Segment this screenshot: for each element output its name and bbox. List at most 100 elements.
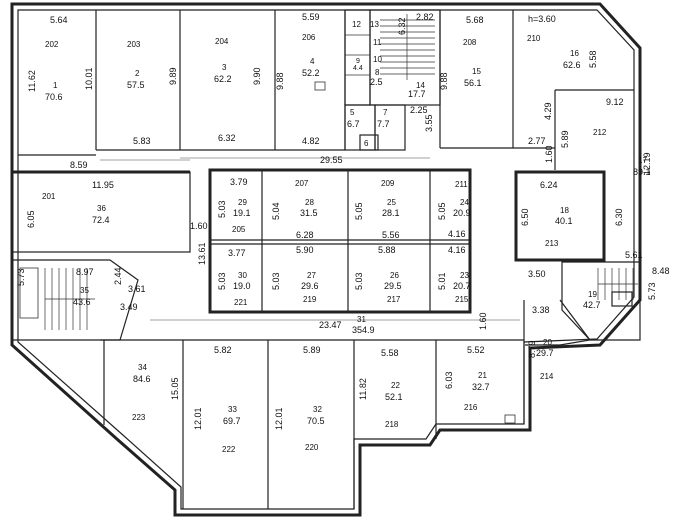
room-area: 7.7 <box>377 119 390 129</box>
room-area: 70.5 <box>307 416 325 426</box>
room-no: 29 <box>238 198 247 207</box>
dim-label: 2.82 <box>416 12 434 22</box>
room-no: 33 <box>228 405 237 414</box>
dim-label: 5.59 <box>302 12 320 22</box>
dim-label: 6.32 <box>218 133 236 143</box>
dim-label: 6.50 <box>520 208 530 226</box>
central-block <box>208 168 472 314</box>
room-id: 222 <box>222 445 236 454</box>
dim-label: 1.60 <box>190 221 208 231</box>
room-area: 2.5 <box>370 77 383 87</box>
dim-label: 8.79 <box>527 340 537 358</box>
labels: 5.64 202 1 70.6 11.62 10.01 203 2 57.5 9… <box>16 12 670 454</box>
dim-label: 9.90 <box>252 67 262 85</box>
dim-label: 10.01 <box>84 67 94 90</box>
dim-label: 5.89 <box>560 130 570 148</box>
room-no: 34 <box>138 363 147 372</box>
room-no: 4 <box>310 57 315 66</box>
room-area: 62.6 <box>563 60 581 70</box>
room-no: 1 <box>53 81 58 90</box>
room-area: 29.6 <box>301 281 319 291</box>
top-row-walls <box>18 9 634 170</box>
dim-label: 5.83 <box>133 136 151 146</box>
room-id: 209 <box>381 179 395 188</box>
room-area: 42.7 <box>583 300 601 310</box>
dim-label: 9.88 <box>275 72 285 90</box>
room-no: 23 <box>460 271 469 280</box>
dim-label: 2.44 <box>113 267 123 285</box>
dim-label: 15.05 <box>170 377 180 400</box>
dim-label: 2.77 <box>528 136 546 146</box>
room-no: 20 <box>543 338 552 347</box>
dim-label: 5.03 <box>354 272 364 290</box>
room-id: 217 <box>387 295 401 304</box>
dim-label: 5.73 <box>647 282 657 300</box>
room-no: 19 <box>588 290 597 299</box>
room-no: 8 <box>375 68 380 77</box>
dim-label: 5.73 <box>16 268 26 286</box>
dimension-lines <box>100 157 520 321</box>
room-area: 56.1 <box>464 78 482 88</box>
room-area: 52.2 <box>302 68 320 78</box>
room-area: 19.0 <box>233 281 251 291</box>
room-area: 20.7 <box>453 281 471 291</box>
stair-left <box>11 259 139 341</box>
room-id: 206 <box>302 33 316 42</box>
dim-label: 3.49 <box>120 302 138 312</box>
room-id: 203 <box>127 40 141 49</box>
dim-label: 5.61 <box>625 250 643 260</box>
dim-label: 5.52 <box>467 345 485 355</box>
room-area: 57.5 <box>127 80 145 90</box>
room-no: 27 <box>307 271 316 280</box>
ceiling-height: h=3.60 <box>528 14 556 24</box>
dim-label: 12.01 <box>274 407 284 430</box>
room-no: 3 <box>222 63 227 72</box>
room-area: 4.4 <box>353 65 363 72</box>
room-area: 19.1 <box>233 208 251 218</box>
bottom-row-walls <box>100 299 592 509</box>
room-id: 201 <box>42 192 56 201</box>
room-area: 69.7 <box>223 416 241 426</box>
room-no: 9 <box>356 58 360 65</box>
room-area: 31.5 <box>300 208 318 218</box>
dim-label: 11.62 <box>27 70 37 92</box>
room-id: 214 <box>540 372 554 381</box>
dim-label: 6.32 <box>397 17 407 35</box>
room-no: 16 <box>570 49 579 58</box>
room-no: 10 <box>373 55 382 64</box>
dim-label: 9.89 <box>168 67 178 85</box>
dim-label: 5.82 <box>214 345 232 355</box>
room-no: 15 <box>472 67 481 76</box>
dim-label: 6.03 <box>444 371 454 389</box>
room-no: 17 <box>638 156 647 165</box>
dim-label: 5.58 <box>588 50 598 68</box>
room-area: 84.6 <box>133 374 151 384</box>
room-no: 30 <box>238 271 247 280</box>
room-area: 72.4 <box>92 215 110 225</box>
room-id: 215 <box>455 295 469 304</box>
room-area: 6.7 <box>347 119 360 129</box>
dim-label: 8.48 <box>652 266 670 276</box>
dim-label: 3.79 <box>230 177 248 187</box>
stair-right <box>561 261 641 341</box>
room-id: 221 <box>234 298 248 307</box>
room-id: 204 <box>215 37 229 46</box>
room-id: 202 <box>45 40 59 49</box>
left-wing-walls <box>11 170 191 253</box>
outer-wall <box>10 2 642 517</box>
room-no: 18 <box>560 206 569 215</box>
dim-label: 9.12 <box>606 97 624 107</box>
room-no: 2 <box>135 69 140 78</box>
dim-label: 5.90 <box>296 245 314 255</box>
room-no: 7 <box>383 108 388 117</box>
dim-label: 13.61 <box>197 242 207 265</box>
corridor-no: 31 <box>357 315 366 324</box>
room-id: 213 <box>545 239 559 248</box>
dim-label: 8.59 <box>70 160 88 170</box>
dim-label: 5.68 <box>466 15 484 25</box>
dim-label: 1.60 <box>544 145 554 163</box>
room-no: 25 <box>387 198 396 207</box>
dim-label: 3.38 <box>532 305 550 315</box>
dim-label: 5.64 <box>50 15 68 25</box>
